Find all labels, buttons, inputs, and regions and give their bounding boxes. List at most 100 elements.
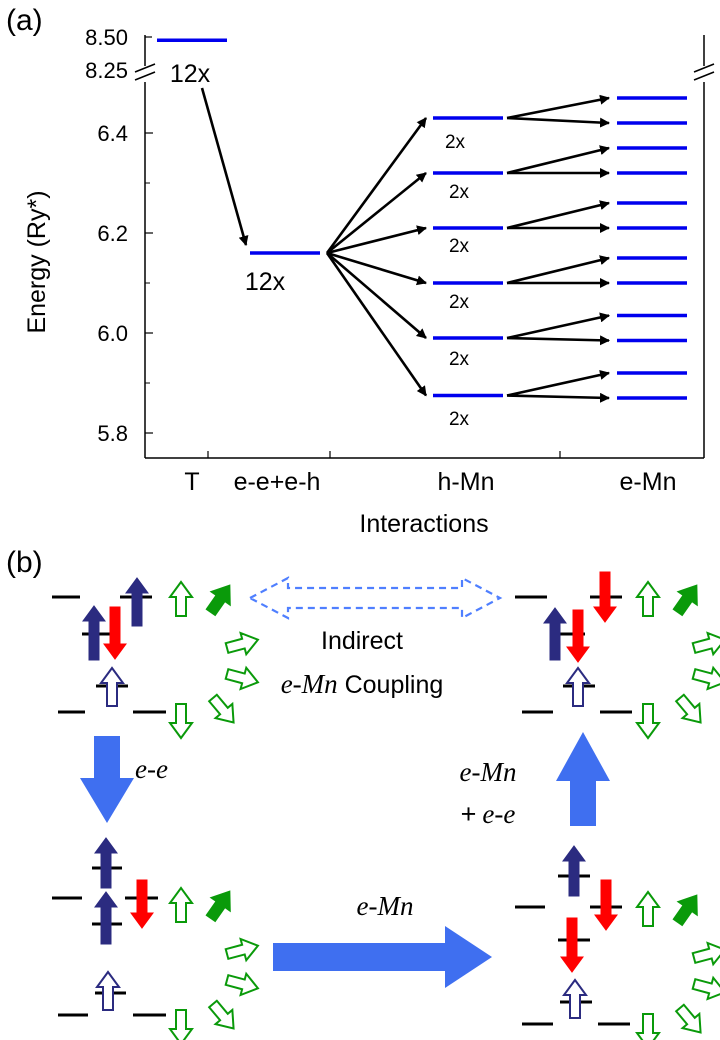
transition-arrow <box>326 251 427 286</box>
mn-spin-group <box>635 1013 661 1040</box>
electron-spin-up <box>543 607 567 661</box>
mn-spin-filled <box>672 894 698 927</box>
y-tick-label: 6.0 <box>97 321 128 346</box>
y-axis-break-mark <box>134 63 156 81</box>
mn-spin-hollow <box>635 580 661 617</box>
y-tick-label: 6.2 <box>97 221 128 246</box>
mn-spin-hollow <box>224 937 260 963</box>
electron-spin-up <box>94 891 118 945</box>
electron-spin-down <box>594 879 618 931</box>
transition-arrow <box>506 116 610 128</box>
transition-arrow <box>506 145 610 175</box>
mn-spin-group <box>168 580 194 617</box>
panel-a: (a) 8.50 8.25 <box>6 4 715 538</box>
transition-arrow <box>326 225 427 255</box>
mn-spin-group <box>168 886 194 923</box>
mn-spin-filled <box>672 584 698 617</box>
degeneracy-label-t: 12x <box>170 60 211 88</box>
mn-spin-hollow <box>691 665 720 691</box>
mn-spin-hollow <box>207 999 235 1030</box>
plot-axes <box>134 35 715 459</box>
mn-spin-group <box>224 631 260 657</box>
mn-spin-hollow <box>635 890 661 927</box>
electron-spin-down <box>103 606 127 660</box>
mn-spin-group <box>635 703 661 740</box>
electron-spin-up <box>562 845 586 897</box>
mn-spin-group <box>635 580 661 617</box>
transition-arrow <box>506 200 610 230</box>
mn-spin-hollow <box>168 703 194 740</box>
electron-spin-down <box>560 917 584 973</box>
ee-arrow-label: e-e <box>135 754 168 784</box>
degeneracy-label-hmn: 2x <box>449 292 470 313</box>
mn-spin-hollow <box>691 631 720 657</box>
transition-arrow <box>326 171 427 255</box>
degeneracy-label-ee: 12x <box>245 268 286 296</box>
coupling-label-rest: Coupling <box>338 671 444 699</box>
category-label-ee: e-e+e-h <box>234 468 321 496</box>
transition-arrow <box>325 252 428 397</box>
panel-a-label: (a) <box>6 4 43 37</box>
panel-b-label: (b) <box>6 546 43 579</box>
mn-spin-hollow <box>691 975 720 1001</box>
category-label-emn: e-Mn <box>620 468 677 496</box>
transition-arrow <box>506 255 610 285</box>
state-bottom-left <box>52 837 260 1040</box>
mn-spin-group <box>168 1009 194 1040</box>
transition-arrow <box>506 335 610 346</box>
indirect-coupling-arrow <box>247 576 503 620</box>
degeneracy-label-hmn: 2x <box>449 182 470 203</box>
electron-spin-down <box>130 879 154 929</box>
mn-spin-group <box>674 1003 702 1034</box>
hole-spin <box>562 978 588 1019</box>
electron-spin-up <box>94 837 118 889</box>
hole-spin <box>95 970 121 1011</box>
emn-ee-arrow <box>556 732 610 826</box>
electron-spin-down <box>566 609 590 663</box>
ee-arrow <box>80 736 134 823</box>
emn-ee-label-ee: e-e <box>482 799 515 829</box>
mn-spin-group <box>205 890 231 923</box>
y-tick-label: 6.4 <box>97 121 128 146</box>
mn-spin-group <box>205 584 231 617</box>
mn-spin-hollow <box>674 693 702 724</box>
mn-spin-group <box>168 703 194 740</box>
y-ticks: 5.8 6.0 6.2 6.4 <box>97 121 153 446</box>
mn-spin-group <box>224 665 260 691</box>
emn-ee-label-line1: e-Mn <box>460 757 517 787</box>
transition-arrows <box>200 87 610 403</box>
mn-spin-hollow <box>635 1013 661 1040</box>
spin-states <box>52 571 720 1040</box>
electron-spin-up <box>82 605 106 661</box>
mn-spin-group <box>691 631 720 657</box>
degeneracy-label-hmn: 2x <box>449 409 470 430</box>
emn-arrow-label: e-Mn <box>357 891 414 921</box>
mn-spin-group <box>224 937 260 963</box>
y-tick-label-825: 8.25 <box>85 58 128 83</box>
electron-spin-down <box>593 571 617 623</box>
degeneracy-label-hmn: 2x <box>449 236 470 257</box>
mn-spin-hollow <box>168 1009 194 1040</box>
mn-spin-group <box>672 584 698 617</box>
mn-spin-hollow <box>224 971 260 997</box>
panel-b: (b) Indirect e-Mn Coupling e-e e-Mn e-Mn… <box>6 546 720 1040</box>
transition-arrow <box>200 87 249 246</box>
mn-spin-group <box>207 693 235 724</box>
emn-ee-label-line2: +e-e <box>461 799 516 829</box>
state-bottom-right <box>515 845 720 1040</box>
mn-spin-group <box>691 665 720 691</box>
transition-arrow <box>326 252 427 339</box>
y-tick-label: 5.8 <box>97 421 128 446</box>
hole-spin <box>565 666 591 707</box>
mn-spin-hollow <box>224 631 260 657</box>
mn-spin-filled <box>205 890 231 923</box>
break-ticks: 8.50 8.25 <box>85 25 152 83</box>
electron-spin-up <box>125 577 149 627</box>
degeneracy-label-hmn: 2x <box>449 349 470 370</box>
transition-arrow <box>506 312 610 340</box>
mn-spin-group <box>224 971 260 997</box>
indirect-label: Indirect <box>321 627 403 655</box>
emn-arrow <box>273 926 492 988</box>
